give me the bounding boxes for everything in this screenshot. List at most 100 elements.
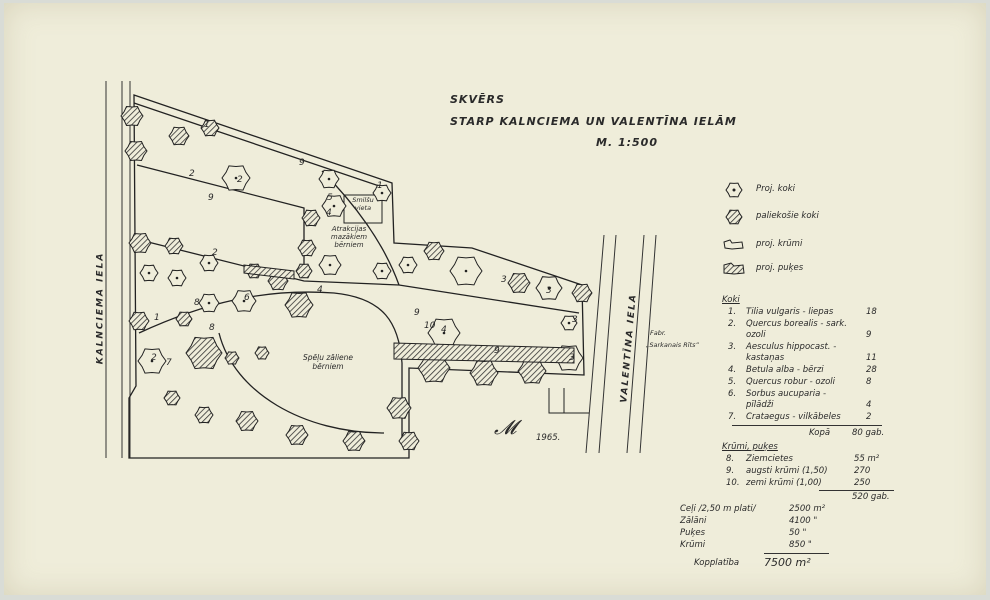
projected-tree-icon: [318, 169, 340, 189]
existing-tree-icon: [120, 105, 144, 127]
area-total-label: Kopplatība: [694, 558, 740, 568]
plan-number-label: 3: [501, 275, 507, 285]
plan-number-label: 2: [212, 248, 218, 258]
plan-scale: M. 1:500: [596, 136, 658, 149]
projected-tree-icon: [321, 195, 347, 217]
shrub-hedge: [393, 342, 575, 364]
plan-number-label: 5: [327, 193, 333, 203]
plan-number-label: 4: [317, 285, 323, 295]
plan-number-label: 4: [326, 208, 332, 218]
projected-tree-icon: [221, 165, 251, 191]
divider: [764, 553, 829, 554]
existing-tree-icon: [128, 232, 152, 254]
plan-sheet: SKVĒRS STARP KALNCIEMA UN VALENTĪNA IELĀ…: [4, 3, 986, 595]
existing-tree-icon: [469, 360, 499, 386]
projected-tree-icon: [449, 256, 483, 286]
plan-number-label: 9: [494, 346, 500, 356]
plan-number-label: 1: [154, 313, 160, 323]
existing-tree-icon: [128, 311, 150, 331]
plan-title: SKVĒRS: [450, 93, 505, 106]
divider: [732, 425, 882, 426]
plan-number-label: 1: [377, 181, 383, 191]
signature: 𝓜: [494, 415, 517, 439]
projected-tree-icon: [139, 264, 159, 282]
existing-tree-icon: [164, 237, 184, 255]
path: [138, 291, 403, 443]
area-label-lawn: Spēļu zāliene bērniem: [302, 353, 354, 371]
plan-number-label: 8: [194, 298, 200, 308]
existing-tree-icon: [224, 351, 240, 365]
plan-number-label: 9: [414, 308, 420, 318]
existing-tree-icon: [200, 119, 220, 137]
existing-tree-icon: [124, 140, 148, 162]
existing-tree-icon: [168, 126, 190, 146]
existing-tree-icon: [423, 241, 445, 261]
existing-tree-icon: [285, 424, 309, 446]
building-outline: [548, 388, 589, 414]
plan-number-label: 9: [299, 158, 305, 168]
factory-label: Fabr.: [650, 329, 666, 337]
projected-tree-icon: [398, 256, 418, 274]
site-plan: [105, 81, 657, 459]
plan-number-label: 8: [209, 323, 215, 333]
projected-tree-icon: [372, 262, 392, 280]
plan-number-label: 2: [151, 353, 157, 363]
existing-tree-icon: [163, 390, 181, 406]
plan-subtitle: STARP KALNCIEMA UN VALENTĪNA IELĀM: [450, 115, 737, 128]
projected-tree-icon: [535, 276, 563, 300]
plan-number-label: 1: [204, 120, 210, 130]
plan-number-label: 3: [546, 286, 552, 296]
plan-number-label: 6: [244, 293, 250, 303]
legend-label: Proj. koki: [756, 184, 795, 194]
factory-name: „Sarkanais Rīts”: [646, 341, 699, 349]
existing-tree-icon: [295, 263, 313, 279]
plan-number-label: 9: [208, 193, 214, 203]
existing-tree-icon: [284, 292, 314, 318]
existing-tree-icon: [342, 430, 366, 452]
legend-label: paliekošie koki: [756, 211, 819, 221]
valentina-street-line: [598, 234, 617, 454]
path: [136, 164, 305, 275]
projected-tree-icon: [198, 293, 220, 313]
shrub-hedge: [243, 264, 295, 280]
valentina-street-line: [639, 234, 657, 454]
existing-tree-icon: [235, 410, 259, 432]
trees-total: 80 gab.: [852, 428, 885, 438]
signature-year: 1965.: [536, 433, 561, 443]
plan-number-label: 3: [569, 353, 575, 363]
shrubs-total: 520 gab.: [852, 492, 890, 502]
area-label-play: Atrakcijas mazākiem bērniem: [330, 225, 368, 249]
plan-number-label: 3: [572, 315, 578, 325]
trees-total-label: Kopā: [809, 428, 831, 438]
existing-tree-icon: [254, 346, 270, 360]
projected-tree-icon: [199, 254, 219, 272]
projected-tree-icon: [167, 269, 187, 287]
existing-tree-icon: [194, 406, 214, 424]
area-total: 7500 m²: [764, 556, 811, 569]
legend-label: proj. krūmi: [756, 239, 803, 249]
projected-tree-icon: [137, 348, 167, 374]
existing-tree-icon: [185, 336, 223, 370]
projected-tree-icon: [560, 315, 578, 331]
existing-tree-icon: [507, 272, 531, 294]
plan-number-label: 4: [441, 325, 447, 335]
valentina-street-line: [626, 234, 645, 454]
area-label-sandbox: Smilšu vieta: [352, 196, 374, 212]
projected-tree-icon: [372, 184, 392, 202]
path: [133, 102, 389, 190]
path: [131, 237, 580, 314]
projected-tree-icon: [318, 254, 342, 276]
existing-tree-icon: [297, 239, 317, 257]
street-label-kalnciema: KALNCIEMA IELA: [95, 251, 106, 365]
existing-tree-icon: [398, 431, 420, 451]
existing-tree-icon: [175, 311, 193, 327]
existing-tree-icon: [571, 283, 593, 303]
projected-tree-icon: [231, 290, 257, 312]
existing-tree-icon: [386, 397, 412, 419]
trees-heading: Koki: [722, 295, 740, 305]
plan-number-label: 2: [237, 175, 243, 185]
plan-number-label: 7: [166, 358, 172, 368]
shrubs-heading: Krūmi, puķes: [722, 442, 778, 452]
plan-number-label: 10: [424, 321, 436, 331]
divider: [819, 490, 894, 491]
